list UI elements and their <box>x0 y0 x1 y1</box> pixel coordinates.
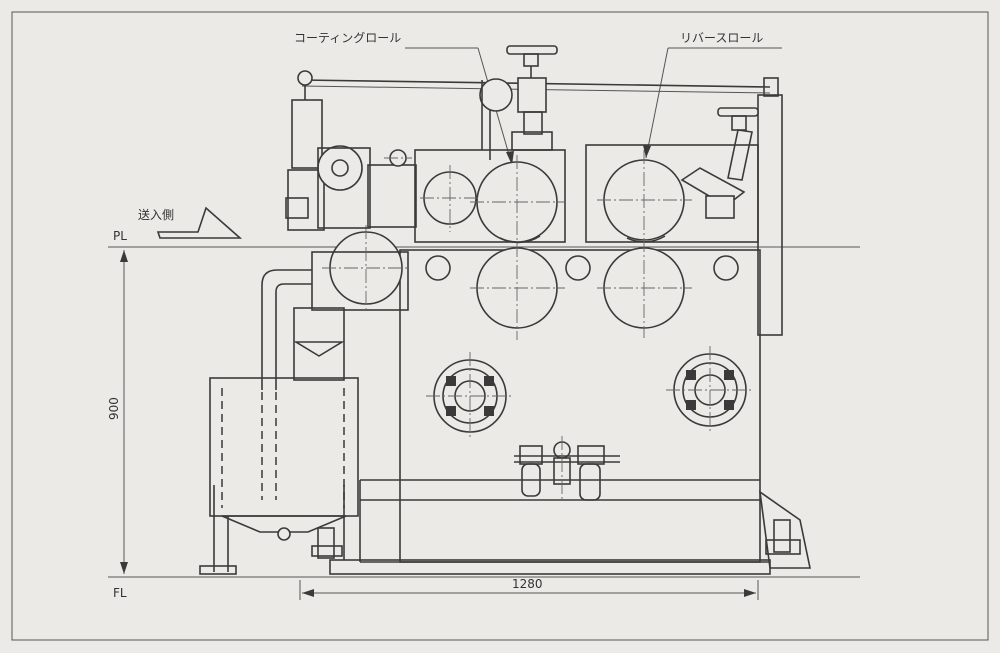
coating-adjust-block <box>517 77 547 113</box>
width-arrow-right <box>744 589 756 597</box>
coating-tank <box>209 377 359 517</box>
reverse-roll-housing <box>585 144 759 243</box>
level-foot-left-post <box>317 527 335 559</box>
coating-roll-label: コーティングロール <box>294 31 401 45</box>
tank-foot-left <box>199 565 237 575</box>
air-filter-bowl <box>521 463 541 497</box>
right-bracket <box>758 490 811 569</box>
bolt-rh-3 <box>686 400 696 410</box>
feed-side-label: 送入側 <box>138 207 174 222</box>
guide-roll-2 <box>565 255 591 281</box>
height-arrow-top <box>120 250 128 262</box>
bolt-rh-4 <box>724 400 734 410</box>
bolt-lh-4 <box>484 406 494 416</box>
drive-unit-lower <box>287 169 325 231</box>
pump-inlet-marker <box>293 341 345 357</box>
reverse-screw-nut <box>731 115 747 131</box>
coating-handwheel[interactable] <box>506 45 558 55</box>
bolt-rh-2 <box>724 370 734 380</box>
gear-hub <box>331 159 349 177</box>
reverse-adjust-arm <box>727 129 753 181</box>
coating-pivot-roll <box>479 78 513 112</box>
width-arrow-left <box>302 589 314 597</box>
coating-roll-rotation-arc <box>499 235 541 244</box>
tank-drain-valve[interactable] <box>277 527 291 541</box>
height-arrow-bottom <box>120 562 128 574</box>
pump-column <box>293 307 345 381</box>
bolt-lh-3 <box>446 406 456 416</box>
doctor-blade-block <box>705 195 735 219</box>
width-dimension-label: 1280 <box>512 577 543 591</box>
supply-pipe-inner <box>275 283 312 390</box>
bolt-rh-1 <box>686 370 696 380</box>
gearbox-frame <box>317 147 371 229</box>
bolt-lh-1 <box>446 376 456 386</box>
right-column <box>757 94 783 336</box>
lubricator-bowl <box>579 463 601 501</box>
guide-roll-1 <box>425 255 451 281</box>
bolt-lh-2 <box>484 376 494 386</box>
drive-unit-clamp <box>285 197 309 219</box>
level-foot-left-nut <box>311 545 343 557</box>
top-pulley <box>297 70 313 86</box>
coating-adjust-stem <box>523 111 543 135</box>
coating-screw-nut <box>523 53 539 67</box>
level-foot-right-post <box>773 519 791 553</box>
coating-roll-leader-arrow <box>506 151 514 165</box>
reverse-roll-rotation-arc <box>626 235 666 243</box>
reverse-roll-leader-arrow <box>643 145 651 158</box>
drive-unit <box>291 99 323 169</box>
level-foot-right-nut <box>765 539 801 555</box>
fl-label: FL <box>113 586 127 600</box>
reverse-roll-leader <box>645 47 669 159</box>
feed-roll-housing <box>311 251 409 311</box>
reverse-handwheel[interactable] <box>717 107 759 117</box>
guide-roll-3 <box>713 255 739 281</box>
supply-pipe-outer <box>261 269 312 390</box>
gearbox-extension <box>367 164 417 228</box>
reverse-roll-label: リバースロール <box>680 31 763 45</box>
tank-hopper <box>221 515 347 533</box>
feed-direction-arrow <box>156 206 243 239</box>
drawing-border <box>11 11 989 641</box>
pl-label: PL <box>113 229 127 243</box>
coating-adjust-base <box>511 131 553 151</box>
height-dimension-label: 900 <box>107 397 121 420</box>
